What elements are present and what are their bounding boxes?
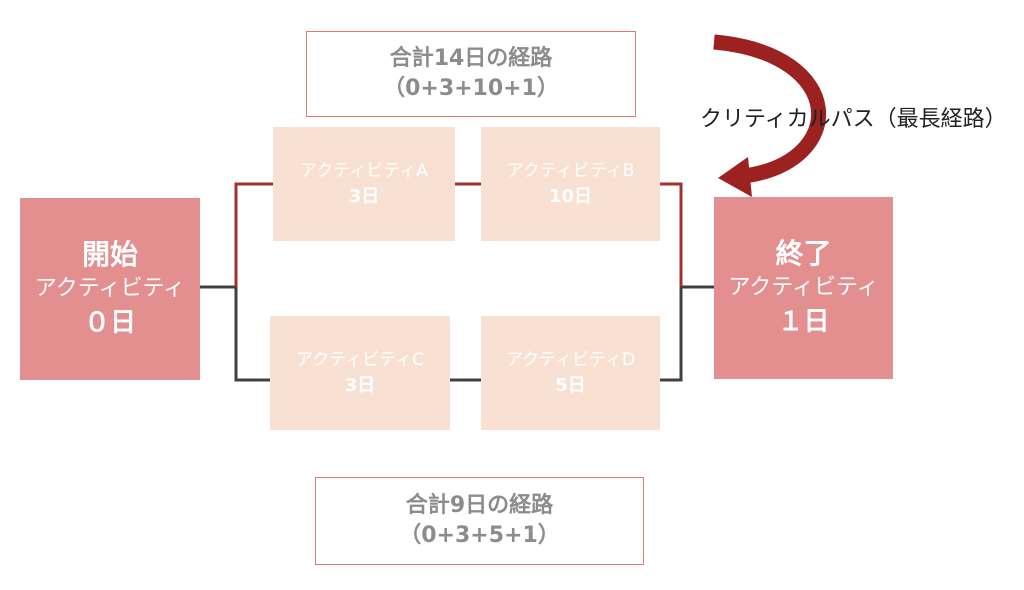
critical-path-label: クリティカルパス（最長経路） [700, 107, 1007, 132]
activity-b-name: アクティビティB [506, 161, 635, 181]
end-subtitle: アクティビティ [728, 275, 879, 300]
activity-d-node: アクティビティD 5日 [481, 316, 660, 430]
end-activity-node: 終了 アクティビティ １日 [714, 197, 893, 379]
activity-a-node: アクティビティA 3日 [273, 127, 455, 241]
end-title: 終了 [775, 237, 832, 270]
start-subtitle: アクティビティ [34, 276, 186, 301]
activity-c-duration: 3日 [344, 375, 376, 396]
critical-path-summary: 合計14日の経路 （0+3+10+1） [306, 31, 636, 117]
start-title: 開始 [81, 238, 138, 271]
activity-c-name: アクティビティC [296, 350, 424, 370]
critical-path-total: 合計14日の経路 [389, 46, 553, 71]
lower-path-line-start-c [234, 287, 270, 382]
start-activity-node: 開始 アクティビティ ０日 [20, 198, 200, 380]
activity-d-duration: 5日 [555, 375, 586, 396]
activity-a-duration: 3日 [348, 186, 380, 207]
critical-path-formula: （0+3+10+1） [383, 76, 559, 101]
end-duration: １日 [777, 307, 830, 337]
critical-path-line-b-end [660, 182, 683, 287]
start-duration: ０日 [83, 308, 136, 338]
activity-b-node: アクティビティB 10日 [481, 127, 660, 241]
curved-arrow-icon [713, 34, 827, 197]
critical-path-line [234, 182, 273, 287]
activity-b-duration: 10日 [548, 186, 593, 207]
activity-d-name: アクティビティD [505, 350, 636, 370]
activity-c-node: アクティビティC 3日 [270, 316, 450, 430]
activity-a-name: アクティビティA [300, 161, 428, 181]
other-path-summary: 合計9日の経路 （0+3+5+1） [315, 477, 644, 565]
other-path-total: 合計9日の経路 [405, 493, 554, 518]
other-path-formula: （0+3+5+1） [399, 523, 560, 548]
lower-path-line-d-end [660, 287, 683, 382]
